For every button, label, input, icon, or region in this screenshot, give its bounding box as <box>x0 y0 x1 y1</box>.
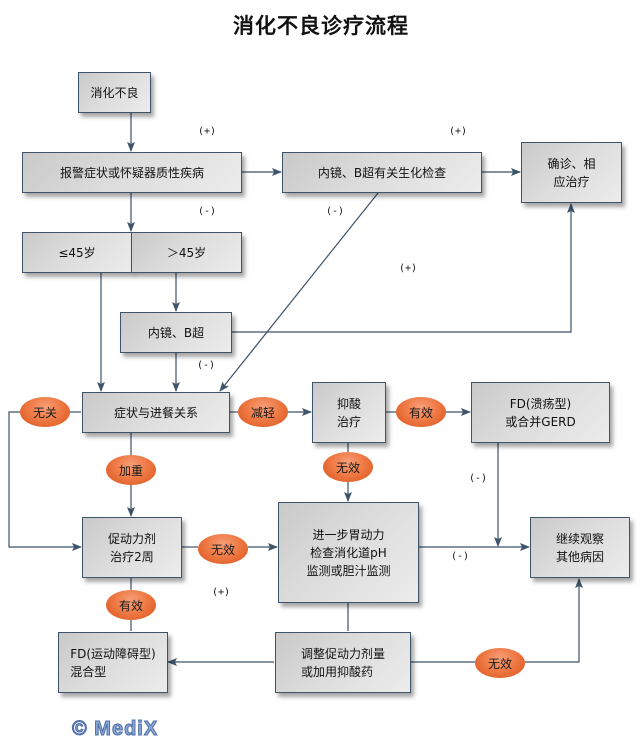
node-label: 抑酸 治疗 <box>336 396 361 429</box>
node-endoscopy: 内镜、B超 <box>120 312 232 353</box>
node-dyspepsia: 消化不良 <box>78 72 151 113</box>
node-fd-ulcer: FD(溃疡型) 或合并GERD <box>471 382 610 443</box>
outcome-unrelated: 无关 <box>20 397 70 427</box>
edge-endoscopy-diagnosis <box>232 203 575 333</box>
node-age-le45: ≤45岁 <box>22 232 132 273</box>
node-adjust: 调整促动力剂量 或加用抑酸药 <box>275 632 411 693</box>
label-labs-negative: (-) <box>326 206 345 217</box>
diagram-title: 消化不良诊疗流程 <box>233 13 409 38</box>
node-label: ≤45岁 <box>58 245 96 260</box>
node-label: 促动力剂 治疗2周 <box>107 531 156 564</box>
node-alarm-symptoms: 报警症状或怀疑器质性疾病 <box>22 152 242 193</box>
edge-ineffective-observe <box>525 578 583 663</box>
node-label: 报警症状或怀疑器质性疾病 <box>59 165 204 180</box>
node-label: 继续观察 其他病因 <box>555 531 604 564</box>
edge-unrelated-prokinetic <box>8 411 82 551</box>
node-label: 调整促动力剂量 或加用抑酸药 <box>300 646 385 679</box>
node-meal-relation: 症状与进餐关系 <box>82 392 230 433</box>
node-acid-suppression: 抑酸 治疗 <box>312 382 386 443</box>
outcome-relieved: 减轻 <box>238 397 288 427</box>
label-labs-positive: (+) <box>449 126 468 137</box>
outcome-ineffective-adjust: 无效 <box>475 648 525 678</box>
node-fd-motility: FD(运动障碍型) 混合型 <box>58 632 168 693</box>
label-endoscopy-positive: (+) <box>399 263 418 274</box>
outcome-ineffective-prokinetic: 无效 <box>198 534 248 564</box>
node-label: ＞45岁 <box>166 245 207 260</box>
outcome-worsened: 加重 <box>106 455 156 485</box>
outcome-ineffective-acid: 无效 <box>323 452 373 482</box>
label-further-negative: (-) <box>451 551 470 562</box>
node-age-gt45: ＞45岁 <box>131 232 242 273</box>
node-label: 内镜、B超有关生化检查 <box>317 165 447 180</box>
node-label: FD(溃疡型) 或合并GERD <box>505 396 576 429</box>
label-alarm-positive: (+) <box>198 126 217 137</box>
node-label: 内镜、B超 <box>147 325 205 340</box>
node-endoscopy-labs: 内镜、B超有关生化检查 <box>282 152 482 193</box>
label-further-positive: (+) <box>212 587 231 598</box>
node-prokinetic: 促动力剂 治疗2周 <box>82 517 182 578</box>
node-observe: 继续观察 其他病因 <box>530 517 630 578</box>
node-diagnosis: 确诊、相 应治疗 <box>521 142 622 203</box>
node-label: 进一步胃动力 检查消化道pH 监测或胆汁监测 <box>306 527 391 578</box>
node-label: 消化不良 <box>90 85 139 100</box>
node-label: 症状与进餐关系 <box>113 405 198 420</box>
medix-watermark: © MediX <box>71 718 159 741</box>
node-label: 确诊、相 应治疗 <box>547 156 596 189</box>
edge-labs-meal <box>219 192 379 392</box>
label-fd-ulcer-negative: (-) <box>469 473 488 484</box>
node-label: FD(运动障碍型) 混合型 <box>70 646 156 679</box>
outcome-effective-acid: 有效 <box>396 397 446 427</box>
node-further-tests: 进一步胃动力 检查消化道pH 监测或胆汁监测 <box>278 502 419 603</box>
label-alarm-negative: (-) <box>198 206 217 217</box>
label-endoscopy-negative: (-) <box>197 360 216 371</box>
outcome-effective-prokinetic: 有效 <box>106 590 156 620</box>
